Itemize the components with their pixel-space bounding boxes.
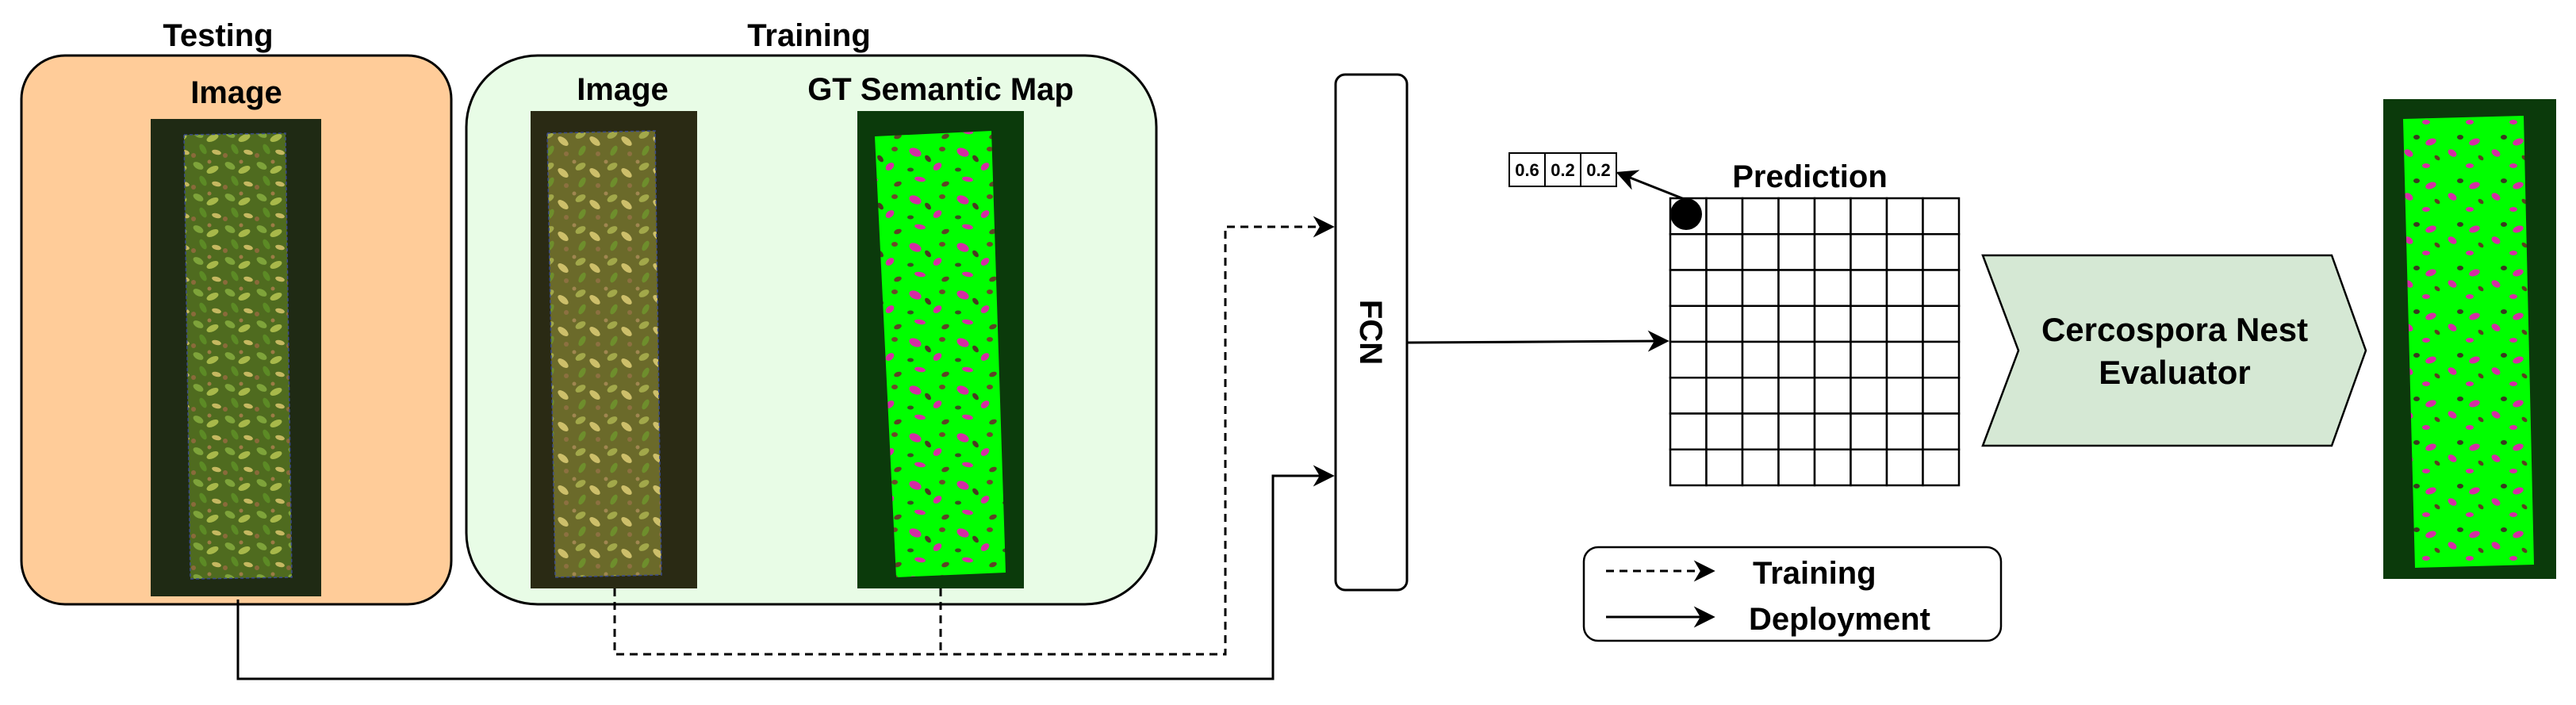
prediction-grid-cell	[1741, 377, 1780, 415]
prediction-grid-cell	[1777, 197, 1816, 236]
prediction-grid-cell	[1885, 448, 1924, 487]
prediction-grid-cell	[1885, 233, 1924, 271]
prediction-grid-cell	[1777, 448, 1816, 487]
prediction-grid-cell	[1922, 197, 1961, 236]
probability-value: 0.6	[1515, 160, 1539, 180]
prediction-grid-cell	[1813, 340, 1852, 379]
prediction-grid-cell	[1885, 377, 1924, 415]
prediction-grid-cell	[1669, 412, 1708, 450]
prediction-grid-cell	[1777, 412, 1816, 450]
prediction-grid-cell	[1850, 197, 1888, 236]
prediction-grid-cell	[1850, 305, 1888, 343]
probability-value: 0.2	[1586, 160, 1611, 180]
prediction-grid-cell	[1850, 233, 1888, 271]
prediction-grid-cell	[1813, 269, 1852, 307]
fcn-to-prediction-arrow	[1406, 330, 1669, 352]
testing-field-image	[151, 119, 321, 596]
prediction-grid-cell	[1813, 412, 1852, 450]
prediction-grid-cell	[1741, 233, 1780, 271]
prediction-grid-cell	[1885, 412, 1924, 450]
prediction-grid-cell	[1705, 412, 1744, 450]
prediction-grid-cell	[1705, 305, 1744, 343]
prediction-grid-cell	[1669, 269, 1708, 307]
prediction-grid-cell	[1705, 197, 1744, 236]
prediction-grid-cell	[1669, 377, 1708, 415]
prediction-grid-cell	[1850, 448, 1888, 487]
prediction-grid-cell	[1813, 233, 1852, 271]
prediction-grid-cell	[1922, 448, 1961, 487]
prediction-grid-cell	[1850, 412, 1888, 450]
evaluator-label-line1: Cercospora Nest	[2041, 311, 2308, 348]
training-dashed-connector	[613, 216, 1335, 656]
output-segmentation-image	[2383, 99, 2556, 579]
prediction-grid	[1669, 197, 1961, 487]
prediction-grid-cell	[1741, 269, 1780, 307]
prediction-grid-cell	[1885, 197, 1924, 236]
prediction-grid-cell	[1705, 377, 1744, 415]
prediction-grid-cell	[1813, 305, 1852, 343]
prediction-grid-cell	[1885, 269, 1924, 307]
prediction-grid-cell	[1777, 269, 1816, 307]
legend-training-label: Training	[1753, 556, 1876, 591]
prediction-grid-cell	[1922, 377, 1961, 415]
prediction-grid-cell	[1922, 305, 1961, 343]
prediction-grid-cell	[1669, 305, 1708, 343]
prediction-grid-cell	[1669, 233, 1708, 271]
gt-semantic-map-image	[857, 111, 1024, 588]
selected-pixel-dot	[1670, 198, 1702, 230]
training-field-image	[531, 111, 697, 588]
prediction-grid-cell	[1922, 412, 1961, 450]
prediction-grid-cell	[1741, 340, 1780, 379]
evaluator-label-line2: Evaluator	[2099, 354, 2250, 391]
prediction-grid-cell	[1922, 340, 1961, 379]
gt-semantic-map-label: GT Semantic Map	[807, 72, 1074, 107]
prediction-grid-cell	[1813, 448, 1852, 487]
prediction-grid-cell	[1741, 412, 1780, 450]
prediction-grid-cell	[1741, 197, 1780, 236]
probability-value: 0.2	[1551, 160, 1575, 180]
testing-deployment-connector	[236, 465, 1335, 680]
pixel-to-probabilities-arrow	[1616, 170, 1687, 201]
prediction-grid-cell	[1850, 377, 1888, 415]
prediction-grid-cell	[1813, 197, 1852, 236]
prediction-grid-cell	[1741, 448, 1780, 487]
prediction-grid-cell	[1705, 448, 1744, 487]
prediction-grid-cell	[1705, 269, 1744, 307]
prediction-grid-cell	[1922, 269, 1961, 307]
probability-vector: 0.6 0.2 0.2	[1508, 152, 1617, 187]
prediction-grid-cell	[1777, 340, 1816, 379]
testing-title: Testing	[163, 18, 273, 53]
prediction-grid-cell	[1813, 377, 1852, 415]
prediction-grid-cell	[1669, 448, 1708, 487]
prediction-grid-cell	[1850, 340, 1888, 379]
prediction-grid-cell	[1705, 233, 1744, 271]
prediction-grid-cell	[1777, 377, 1816, 415]
prediction-grid-cell	[1669, 340, 1708, 379]
cercospora-nest-evaluator	[1981, 254, 2367, 447]
prediction-grid-cell	[1885, 340, 1924, 379]
prediction-grid-cell	[1777, 305, 1816, 343]
testing-image-label: Image	[190, 75, 282, 110]
training-title: Training	[747, 18, 871, 53]
probability-cell	[1580, 152, 1617, 187]
prediction-title: Prediction	[1732, 159, 1888, 194]
prediction-grid-cell	[1777, 233, 1816, 271]
fcn-label: FCN	[1353, 300, 1388, 365]
prediction-grid-cell	[1741, 305, 1780, 343]
probability-cell	[1544, 152, 1581, 187]
prediction-grid-cell	[1850, 269, 1888, 307]
legend-deployment-label: Deployment	[1749, 602, 1930, 637]
prediction-grid-cell	[1922, 233, 1961, 271]
fcn-block	[1334, 73, 1409, 592]
prediction-grid-cell	[1705, 340, 1744, 379]
prediction-grid-cell	[1885, 305, 1924, 343]
training-image-label: Image	[577, 72, 669, 107]
